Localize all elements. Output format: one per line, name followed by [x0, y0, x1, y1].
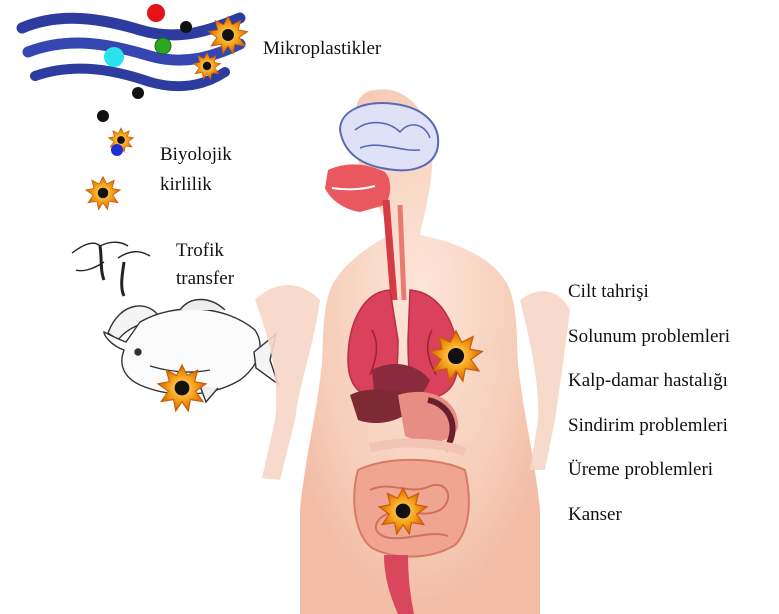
- health-effect-skin-irritation: Cilt tahrişi: [568, 281, 730, 326]
- red-particle: [147, 4, 165, 22]
- microplastics-label: Mikroplastikler: [263, 38, 381, 60]
- health-effect-digestive: Sindirim problemleri: [568, 415, 730, 460]
- biological-pollution-label-line1: Biyolojik: [160, 144, 232, 166]
- trophic-transfer-label-line1: Trofik: [176, 240, 224, 262]
- green-particle: [155, 38, 171, 54]
- copepod-icons: [72, 242, 150, 296]
- black-particle: [180, 21, 192, 33]
- black-particle: [132, 87, 144, 99]
- trophic-transfer-label-line2: transfer: [176, 268, 234, 290]
- health-effect-reproductive: Üreme problemleri: [568, 459, 730, 504]
- human-body: [255, 89, 570, 614]
- biological-pollution-icons: [86, 128, 134, 210]
- black-particle: [97, 110, 109, 122]
- biological-pollution-label-line2: kirlilik: [160, 174, 212, 196]
- health-effect-respiratory: Solunum problemleri: [568, 326, 730, 371]
- cyan-particle: [104, 47, 124, 67]
- water-waves: [22, 18, 240, 86]
- health-effect-cardiovascular: Kalp-damar hastalığı: [568, 370, 730, 415]
- health-effect-cancer: Kanser: [568, 504, 730, 549]
- health-effects-list: Cilt tahrişi Solunum problemleri Kalp-da…: [568, 281, 730, 548]
